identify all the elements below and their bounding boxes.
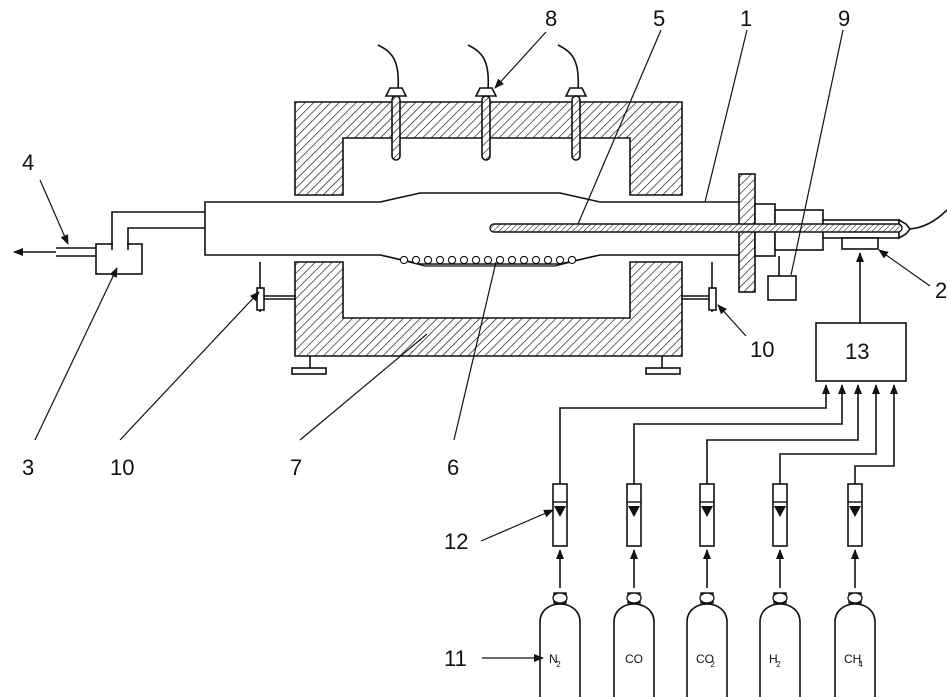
- flowmeters: [552, 483, 863, 588]
- label-7: 7: [290, 455, 302, 480]
- sample-bed: [384, 255, 596, 267]
- gas-lines: [559, 384, 898, 484]
- label-11: 11: [444, 646, 467, 671]
- label-3: 3: [22, 455, 34, 480]
- label-10-right: 10: [750, 337, 774, 362]
- gas-label-subscript: 4: [858, 660, 863, 669]
- thermocouples: [377, 44, 588, 161]
- pusher-rod: [489, 223, 903, 233]
- gas-inlet-port: [841, 237, 879, 250]
- gas-label-n2: N: [549, 652, 558, 666]
- flowmeter-co2: [699, 483, 715, 588]
- furnace-bottom-block: [294, 261, 683, 357]
- leader-lines: [34, 29, 931, 662]
- flowmeter-ch4: [847, 483, 863, 588]
- label-8: 8: [545, 6, 557, 31]
- label-12: 12: [444, 529, 468, 554]
- gas-label-co2: CO: [696, 652, 714, 666]
- gas-label-ch4: CH: [844, 652, 861, 666]
- label-6: 6: [447, 455, 459, 480]
- right-end-fittings: [738, 173, 947, 293]
- gas-label-h2: H: [769, 652, 778, 666]
- label-5: 5: [653, 6, 665, 31]
- label-2: 2: [935, 278, 947, 303]
- gas-cylinder-co: CO: [613, 592, 655, 697]
- label-10-left: 10: [110, 455, 134, 480]
- gas-label-subscript: 2: [556, 660, 561, 669]
- gas-cylinder-co2: CO2: [686, 592, 728, 697]
- gas-label-subscript: 2: [710, 660, 715, 669]
- furnace-feet: [291, 356, 681, 375]
- part-labels: 1 2 3 4 5 6 7 8 9 10 10 11 12 13: [22, 6, 947, 671]
- label-13: 13: [845, 339, 869, 364]
- temperature-controller: [767, 256, 797, 301]
- gas-cylinder-n2: N2: [539, 592, 581, 697]
- label-1: 1: [740, 6, 752, 31]
- gas-cylinder-ch4: CH4: [834, 592, 876, 697]
- label-4: 4: [22, 150, 34, 175]
- flowmeter-h2: [772, 483, 788, 588]
- flowmeter-n2: [552, 483, 568, 588]
- gas-mixer-box: [815, 322, 907, 382]
- gas-cylinder-h2: H2: [759, 592, 801, 697]
- flowmeter-co: [626, 483, 642, 588]
- gas-label-co: CO: [625, 652, 643, 666]
- gas-label-subscript: 2: [776, 660, 781, 669]
- label-9: 9: [838, 6, 850, 31]
- tube-supports: [256, 262, 717, 312]
- outlet-pipe: [13, 211, 205, 275]
